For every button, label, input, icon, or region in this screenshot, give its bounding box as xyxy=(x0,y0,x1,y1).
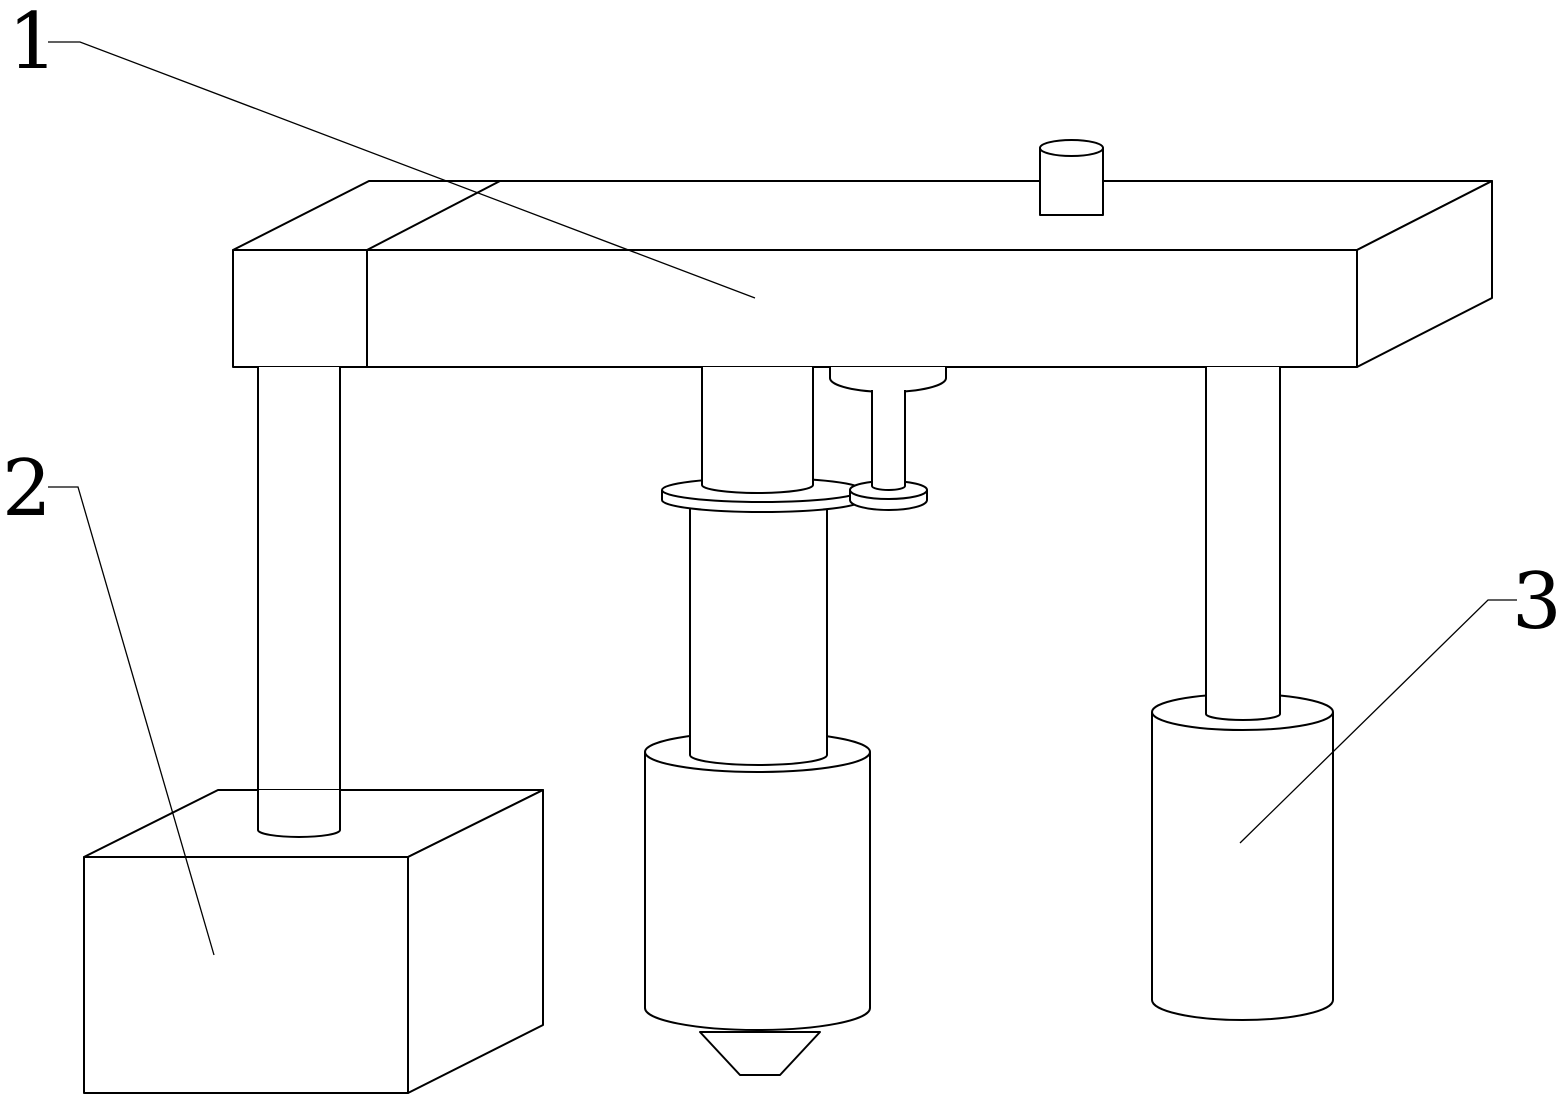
label-3: 3 xyxy=(1512,557,1558,647)
label-1: 1 xyxy=(8,0,58,87)
small-gear-assembly xyxy=(829,367,947,511)
center-spindle xyxy=(644,367,871,1076)
base-box xyxy=(83,789,544,1094)
leader-line-1 xyxy=(48,41,756,299)
beam xyxy=(232,180,1493,368)
left-column xyxy=(257,367,341,838)
right-cylinder xyxy=(1151,367,1334,1021)
label-2: 2 xyxy=(2,444,52,534)
leader-line-2 xyxy=(48,486,215,956)
leader-line-3 xyxy=(1239,599,1517,844)
top-knob xyxy=(1039,139,1104,216)
